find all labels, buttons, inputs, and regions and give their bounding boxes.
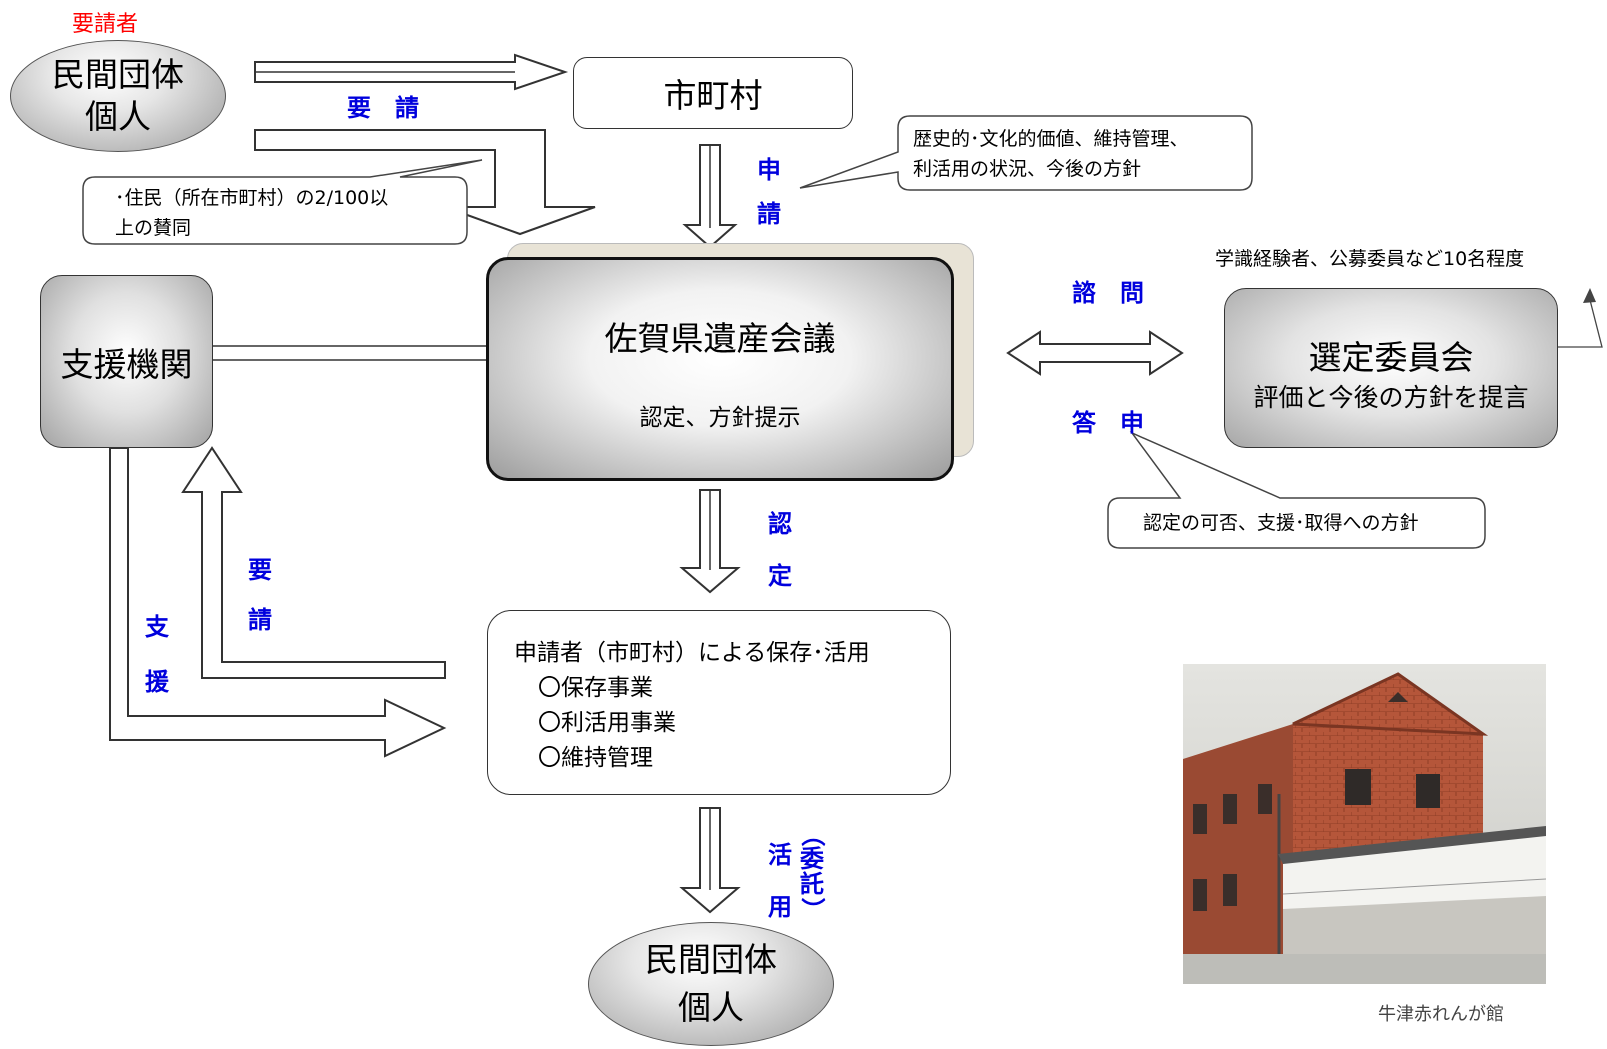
utilize-label: 活 用: [768, 841, 792, 921]
top-group-oval: 民間団体 個人: [10, 40, 226, 152]
application-label: 申 請: [757, 156, 781, 228]
support-label: 支 援: [145, 613, 169, 696]
list-item: 〇維持管理: [538, 745, 653, 771]
municipality-box: 市町村: [573, 57, 853, 129]
application-note: 歴史的･文化的価値、維持管理、 利活用の状況、今後の方針: [913, 128, 1189, 180]
support-org-box: 支援機関: [40, 275, 213, 448]
arrow-support: [109, 447, 447, 758]
request-top-label: 要 請: [347, 94, 419, 122]
top-group-line1: 民間団体: [52, 55, 184, 94]
support-org-label: 支援機関: [60, 344, 193, 384]
applicant-title: 申請者（市町村）による保存･活用: [514, 640, 870, 666]
committee-note: 学識経験者、公募委員など10名程度: [1215, 248, 1525, 270]
applicant-items: 〇保存事業 〇利活用事業 〇維持管理: [538, 671, 676, 776]
request-left-label: 要 請: [248, 556, 272, 634]
residents-note: ･住民（所在市町村）の2/100以 上の賛同: [115, 187, 389, 239]
council-title: 佐賀県遺産会議: [604, 319, 836, 358]
arrow-request-support: [181, 446, 446, 679]
council-subtitle: 認定、方針提示: [639, 405, 801, 431]
entrust-label: （ 委 託 ）: [798, 822, 827, 922]
council-box: 佐賀県遺産会議 認定、方針提示: [486, 257, 954, 481]
bottom-group-line1: 民間団体: [645, 940, 777, 979]
committee-box: 選定委員会 評価と今後の方針を提言: [1224, 288, 1558, 448]
municipality-label: 市町村: [663, 76, 763, 115]
callout-answer-note: [1107, 431, 1486, 549]
building-photo: [1183, 664, 1546, 984]
answer-label: 答 申: [1072, 409, 1144, 437]
answer-note: 認定の可否、支援･取得への方針: [1143, 512, 1419, 534]
consult-label: 諮 問: [1072, 279, 1144, 307]
committee-subtitle: 評価と今後の方針を提言: [1253, 383, 1529, 412]
list-item: 〇保存事業: [538, 675, 653, 701]
arrow-consult-answer: [1006, 330, 1184, 376]
certify-label: 認 定: [768, 510, 792, 590]
applicant-box: 申請者（市町村）による保存･活用 〇保存事業 〇利活用事業 〇維持管理: [487, 610, 951, 795]
top-group-line2: 個人: [85, 97, 151, 136]
committee-title: 選定委員会: [1308, 338, 1474, 377]
list-item: 〇利活用事業: [538, 710, 676, 736]
callout-application-note: [799, 115, 1253, 191]
bottom-group-line2: 個人: [678, 988, 744, 1027]
arrow-request-to-council: [254, 129, 596, 236]
bottom-group-oval: 民間団体 個人: [588, 922, 834, 1046]
brick-building-image: [1183, 664, 1546, 984]
requester-label: 要請者: [72, 12, 139, 37]
photo-caption: 牛津赤れんが館: [1378, 1004, 1504, 1025]
